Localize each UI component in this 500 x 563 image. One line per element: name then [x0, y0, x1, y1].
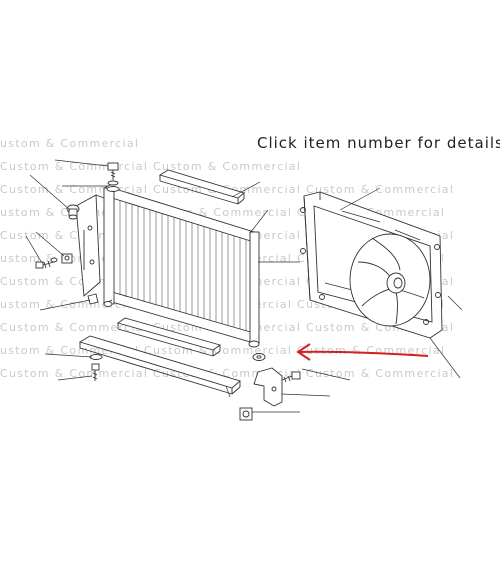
side-mounting-bracket[interactable] — [75, 194, 105, 297]
shroud-lower-bracket[interactable] — [253, 367, 283, 407]
lower-bolt[interactable] — [91, 363, 100, 381]
shroud-bolt[interactable] — [281, 371, 301, 383]
top-seal-strip[interactable] — [158, 169, 245, 205]
radiator-core[interactable] — [103, 183, 260, 348]
watermark-row: Custom & Commercial Custom & Commercial … — [0, 367, 455, 380]
watermark-row: ustom & Commercial — [0, 137, 140, 150]
nut-plate[interactable] — [239, 407, 253, 421]
cooling-fan[interactable] — [349, 233, 431, 327]
red-pointer-arrow — [296, 343, 429, 361]
clip-nut[interactable] — [61, 253, 73, 264]
bottom-support-bar[interactable] — [78, 335, 241, 395]
shroud-washer[interactable] — [252, 353, 266, 361]
lower-clip[interactable] — [87, 293, 99, 305]
click-instructions: Click item number for details — [257, 134, 500, 152]
bracket-screw[interactable] — [35, 260, 55, 269]
rubber-grommet[interactable] — [66, 204, 80, 220]
small-washer-left[interactable] — [50, 257, 58, 263]
top-bolt[interactable] — [106, 162, 120, 192]
watermark-row: Custom & Commercial Custom & Commercial — [0, 160, 302, 173]
leader-lines — [25, 159, 463, 413]
lower-seal-strip[interactable] — [116, 317, 222, 357]
